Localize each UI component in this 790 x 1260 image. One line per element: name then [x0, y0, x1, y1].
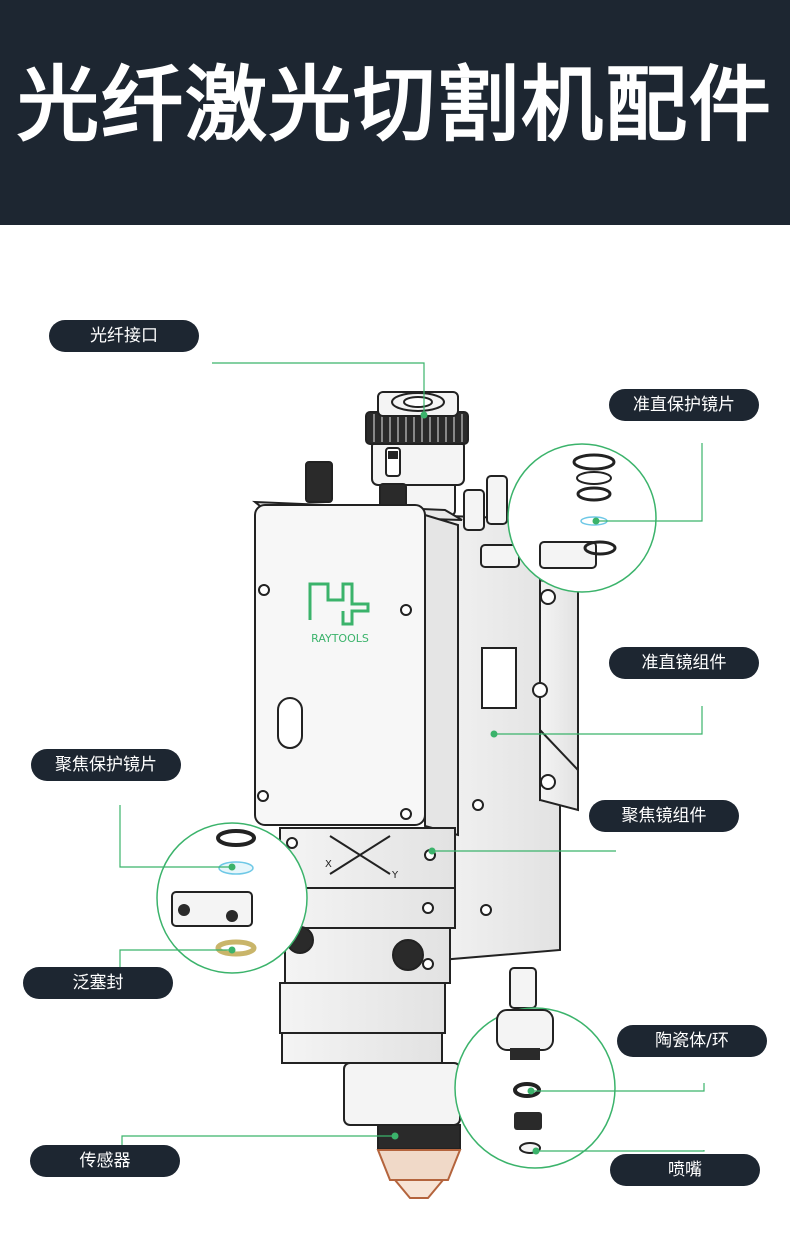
label-sensor: 传感器 — [30, 1145, 180, 1177]
svg-text:RAYTOOLS: RAYTOOLS — [311, 632, 369, 645]
label-focus-protective-lens: 聚焦保护镜片 — [31, 749, 181, 781]
label-pan-plug-seal: 泛塞封 — [23, 967, 173, 999]
laser-head-diagram: RAYTOOLS X Y — [119, 362, 705, 1199]
sensor-nozzle — [343, 967, 537, 1199]
air-fittings — [305, 461, 520, 568]
callout-nozzle — [454, 1007, 616, 1169]
leader-dots — [228, 411, 600, 1155]
label-focus-lens-assembly: 聚焦镜组件 — [589, 800, 739, 832]
callout-focus — [156, 822, 308, 974]
header-bar: 光纤激光切割机配件 — [0, 0, 790, 225]
sensor-box — [251, 500, 463, 837]
leader-lines — [119, 362, 705, 1152]
page-title: 光纤激光切割机配件 — [16, 58, 773, 153]
raytools-logo: RAYTOOLS — [308, 582, 370, 645]
fiber-connector — [365, 391, 469, 516]
label-collimation-lens-assembly: 准直镜组件 — [609, 647, 759, 679]
svg-text:X: X — [325, 859, 332, 870]
label-fiber-interface: 光纤接口 — [49, 320, 199, 352]
label-nozzle: 喷嘴 — [610, 1154, 760, 1186]
label-collimation-protective-lens: 准直保护镜片 — [609, 389, 759, 421]
label-ceramic-body-ring: 陶瓷体/环 — [617, 1025, 767, 1057]
svg-text:Y: Y — [391, 870, 399, 881]
callout-collimation — [507, 443, 657, 593]
focus-body: X Y — [279, 827, 456, 1064]
